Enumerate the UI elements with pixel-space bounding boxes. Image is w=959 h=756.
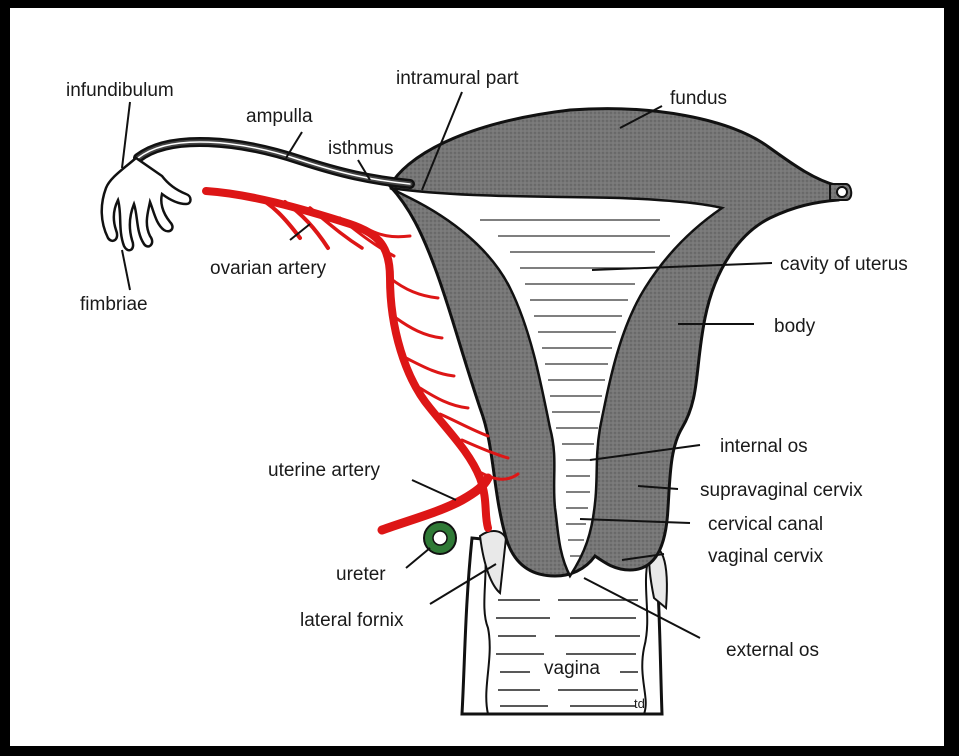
leader-uterine-artery — [412, 480, 456, 500]
leader-ureter — [406, 548, 430, 568]
label-ovarian-artery: ovarian artery — [210, 258, 327, 279]
label-vaginal-cervix: vaginal cervix — [708, 546, 824, 567]
label-external-os: external os — [726, 640, 819, 661]
leader-infundibulum — [122, 102, 130, 168]
label-infundibulum: infundibulum — [66, 80, 174, 101]
label-supravaginal-cervix: supravaginal cervix — [700, 480, 863, 501]
label-vagina: vagina — [544, 658, 600, 679]
label-internal-os: internal os — [720, 436, 808, 457]
label-ampulla: ampulla — [246, 106, 313, 127]
label-uterine-artery: uterine artery — [268, 460, 380, 481]
label-fimbriae: fimbriae — [80, 294, 148, 315]
label-fundus: fundus — [670, 88, 727, 109]
label-intramural-part: intramural part — [396, 68, 519, 89]
label-lateral-fornix: lateral fornix — [300, 610, 404, 631]
label-body: body — [774, 316, 816, 337]
label-cervical-canal: cervical canal — [708, 514, 823, 535]
artist-mark: td — [634, 696, 645, 711]
label-ureter: ureter — [336, 564, 386, 585]
leader-fimbriae — [122, 250, 130, 290]
label-cavity-of-uterus: cavity of uterus — [780, 254, 908, 275]
uterus-diagram: infundibulum intramural part ampulla fun… — [10, 8, 944, 746]
label-isthmus: isthmus — [328, 138, 393, 159]
diagram-panel: infundibulum intramural part ampulla fun… — [10, 8, 944, 746]
